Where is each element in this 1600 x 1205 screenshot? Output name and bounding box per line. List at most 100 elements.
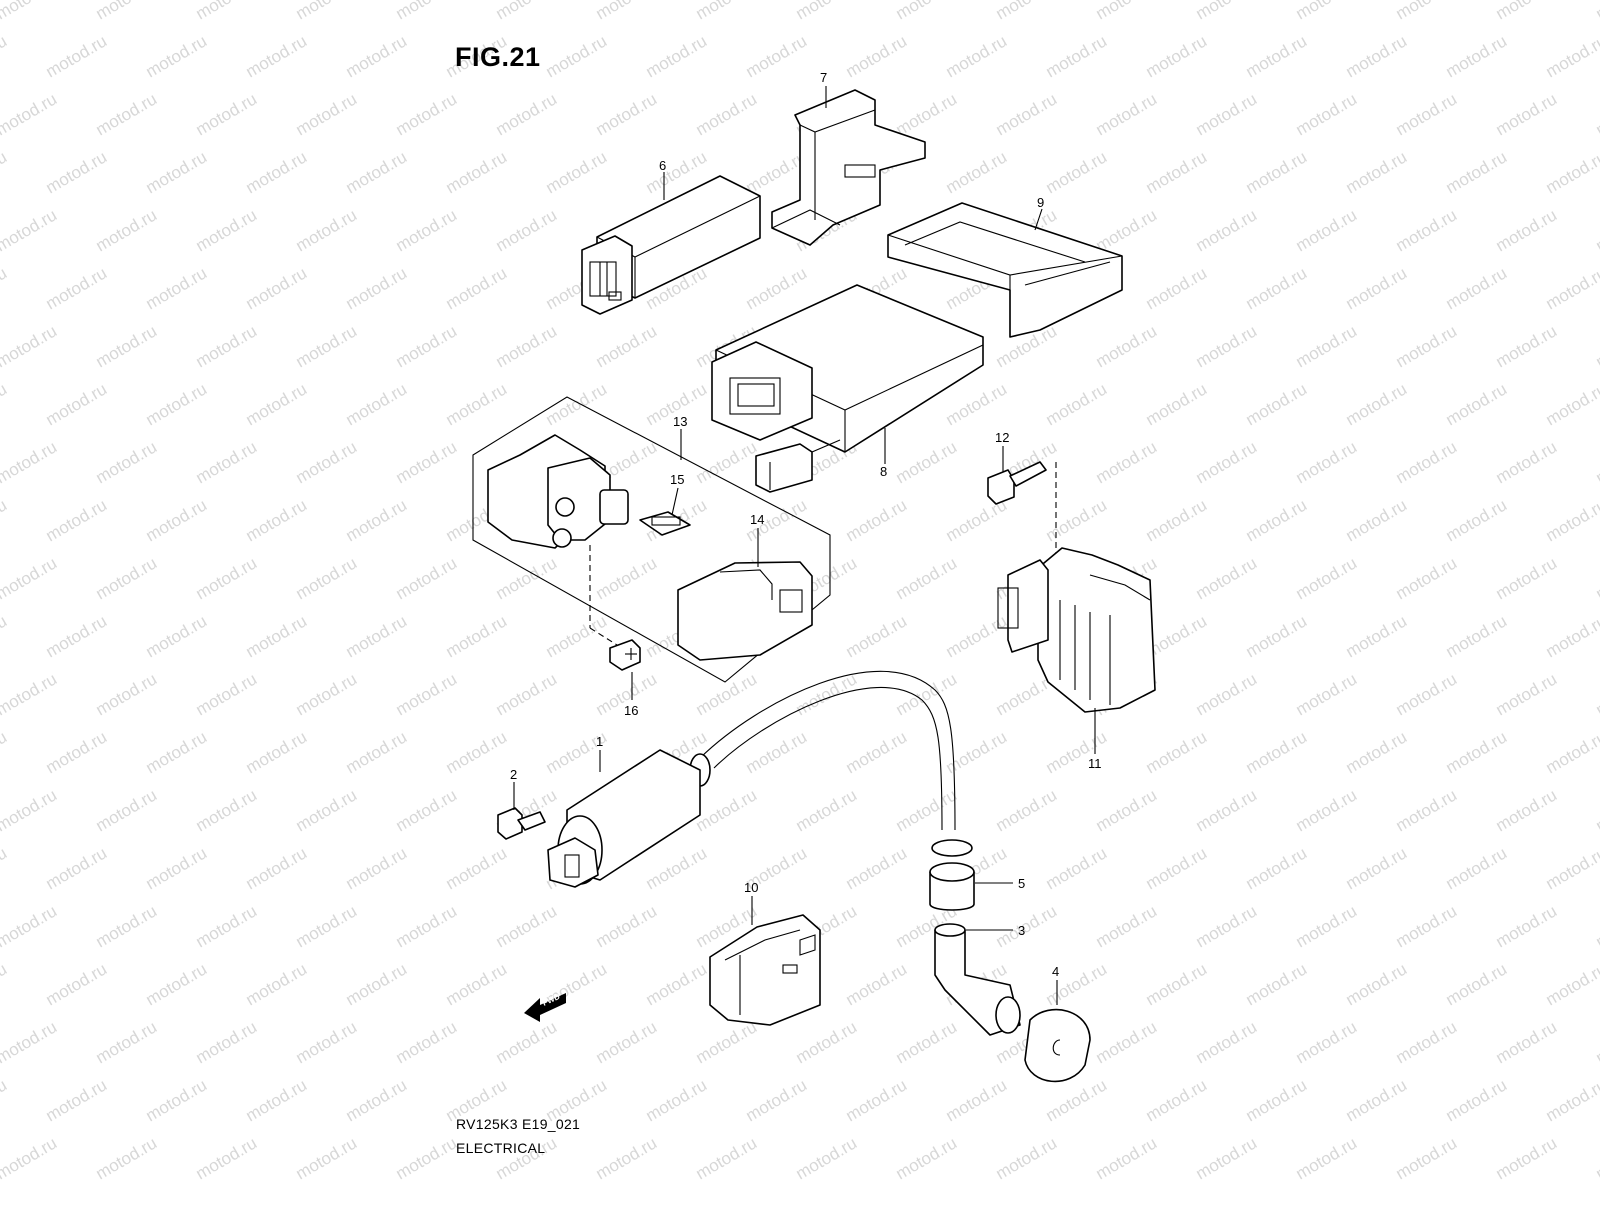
watermark-text: motod.ru [1293,437,1361,487]
watermark-text: motod.ru [193,553,261,603]
watermark-text: motod.ru [343,959,411,1009]
watermark-text: motod.ru [493,0,561,23]
watermark-text: motod.ru [393,901,461,951]
watermark-text: motod.ru [0,31,10,81]
watermark-text: motod.ru [1593,205,1600,255]
watermark-text: motod.ru [193,321,261,371]
watermark-text: motod.ru [1293,669,1361,719]
callout-6: 6 [659,158,666,173]
watermark-text: motod.ru [1343,147,1411,197]
watermark-text: motod.ru [93,669,161,719]
watermark-text: motod.ru [343,147,411,197]
watermark-text: motod.ru [1543,1075,1600,1125]
watermark-text: motod.ru [1393,901,1461,951]
watermark-text: motod.ru [543,31,611,81]
watermark-text: motod.ru [1443,611,1511,661]
watermark-text: motod.ru [143,843,211,893]
watermark-text: motod.ru [43,147,111,197]
watermark-text: motod.ru [593,0,661,23]
watermark-text: motod.ru [1393,785,1461,835]
watermark-text: motod.ru [0,89,60,139]
watermark-text: motod.ru [1143,843,1211,893]
watermark-text: motod.ru [493,901,561,951]
watermark-text: motod.ru [1343,959,1411,1009]
watermark-text: motod.ru [93,437,161,487]
watermark-text: motod.ru [1443,495,1511,545]
watermark-text: motod.ru [1593,321,1600,371]
watermark-text: motod.ru [1243,263,1311,313]
watermark-text: motod.ru [393,669,461,719]
watermark-text: motod.ru [293,901,361,951]
watermark-text: motod.ru [43,1075,111,1125]
watermark-text: motod.ru [493,553,561,603]
watermark-text: motod.ru [843,727,911,777]
watermark-text: motod.ru [143,495,211,545]
watermark-text: motod.ru [193,785,261,835]
watermark-text: motod.ru [1293,901,1361,951]
watermark-text: motod.ru [1243,959,1311,1009]
watermark-text: motod.ru [43,959,111,1009]
watermark-text: motod.ru [1343,379,1411,429]
watermark-text: motod.ru [1443,147,1511,197]
watermark-text: motod.ru [593,901,661,951]
watermark-text: motod.ru [193,669,261,719]
callout-1: 1 [596,734,603,749]
watermark-text: motod.ru [243,727,311,777]
watermark-text: motod.ru [1493,553,1561,603]
watermark-text: motod.ru [1493,205,1561,255]
watermark-text: motod.ru [1093,1133,1161,1183]
watermark-text: motod.ru [1593,901,1600,951]
watermark-text: motod.ru [543,611,611,661]
watermark-text: motod.ru [993,785,1061,835]
watermark-text: motod.ru [943,1075,1011,1125]
callout-10: 10 [744,880,758,895]
watermark-text: motod.ru [893,553,961,603]
watermark-text: motod.ru [0,1075,10,1125]
watermark-text: motod.ru [1343,727,1411,777]
watermark-text: motod.ru [793,669,861,719]
watermark-text: motod.ru [143,611,211,661]
callout-15: 15 [670,472,684,487]
watermark-text: motod.ru [1543,727,1600,777]
watermark-text: motod.ru [43,611,111,661]
watermark-text: motod.ru [0,495,10,545]
watermark-text: motod.ru [1543,843,1600,893]
watermark-text: motod.ru [193,901,261,951]
watermark-text: motod.ru [1393,1017,1461,1067]
watermark-text: motod.ru [1193,785,1261,835]
part-16-screw [610,640,640,670]
watermark-text: motod.ru [643,31,711,81]
watermark-text: motod.ru [1493,901,1561,951]
watermark-text: motod.ru [243,959,311,1009]
watermark-text: motod.ru [243,495,311,545]
watermark-text: motod.ru [1143,1075,1211,1125]
watermark-text: motod.ru [593,553,661,603]
callout-14: 14 [750,512,764,527]
watermark-text: motod.ru [293,785,361,835]
watermark-text: motod.ru [1343,495,1411,545]
watermark-text: motod.ru [293,553,361,603]
watermark-text: motod.ru [1043,1075,1111,1125]
watermark-text: motod.ru [1243,147,1311,197]
watermark-text: motod.ru [1343,263,1411,313]
watermark-text: motod.ru [1593,0,1600,23]
watermark-text: motod.ru [93,553,161,603]
callout-12: 12 [995,430,1009,445]
watermark-text: motod.ru [443,379,511,429]
figure-title: FIG.21 [455,42,541,73]
watermark-text: motod.ru [0,843,10,893]
watermark-text: motod.ru [93,785,161,835]
part-4-cap [1025,1010,1090,1082]
watermark-text: motod.ru [1143,727,1211,777]
watermark-text: motod.ru [1143,959,1211,1009]
watermark-text: motod.ru [1343,31,1411,81]
watermark-text: motod.ru [843,611,911,661]
watermark-text: motod.ru [93,321,161,371]
watermark-text: motod.ru [1093,437,1161,487]
watermark-text: motod.ru [1543,147,1600,197]
watermark-text: motod.ru [593,321,661,371]
watermark-text: motod.ru [343,843,411,893]
watermark-text: motod.ru [1443,1075,1511,1125]
watermark-text: motod.ru [443,147,511,197]
